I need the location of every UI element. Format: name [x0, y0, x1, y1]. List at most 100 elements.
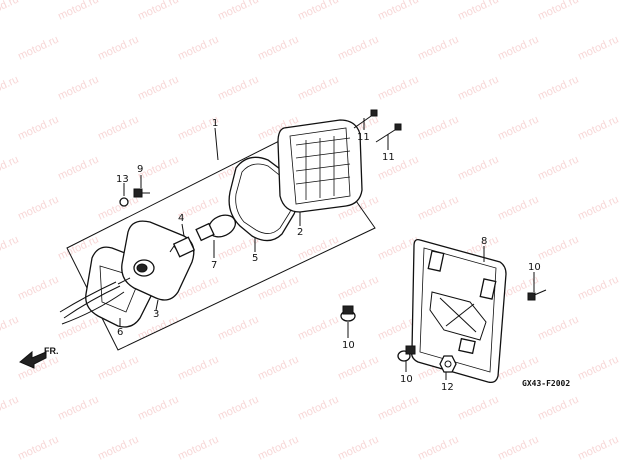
watermark-text: motod.ru [56, 73, 100, 102]
watermark-text: motod.ru [216, 73, 260, 102]
watermark-text: motod.ru [176, 353, 220, 382]
lens [277, 119, 363, 213]
watermark-text: motod.ru [496, 193, 540, 222]
washer-13 [119, 197, 129, 207]
label-part-5: 5 [252, 253, 258, 264]
watermark-text: motod.ru [0, 313, 21, 342]
label-part-1: 1 [212, 118, 218, 129]
nut-12 [439, 355, 457, 373]
watermark-text: motod.ru [0, 393, 21, 422]
label-part-9: 9 [137, 164, 143, 175]
front-arrow-icon [19, 350, 47, 369]
watermark-text: motod.ru [136, 73, 180, 102]
watermark-text: motod.ru [16, 113, 60, 142]
bolt-9 [133, 188, 150, 198]
watermark-text: motod.ru [296, 0, 340, 23]
watermark-text: motod.ru [496, 33, 540, 62]
watermark-text: motod.ru [416, 193, 460, 222]
watermark-text: motod.ru [16, 433, 60, 462]
reflector-holder [117, 220, 195, 301]
label-part-13: 13 [116, 174, 129, 185]
front-direction-indicator: FR. [19, 346, 59, 369]
watermark-text: motod.ru [136, 0, 180, 23]
watermark-text: motod.ru [336, 433, 380, 462]
watermark-text: motod.ru [56, 0, 100, 23]
label-part-8: 8 [481, 236, 487, 247]
bolt-10-right [527, 289, 547, 301]
watermark-text: motod.ru [576, 113, 620, 142]
watermark-text: motod.ru [536, 73, 580, 102]
watermark-text: motod.ru [536, 393, 580, 422]
watermark-text: motod.ru [216, 0, 260, 23]
label-part-10-right: 10 [528, 262, 541, 273]
watermark-text: motod.ru [536, 313, 580, 342]
watermark-text: motod.ru [416, 433, 460, 462]
watermark-text: motod.ru [336, 273, 380, 302]
watermark-text: motod.ru [336, 353, 380, 382]
watermark-text: motod.ru [56, 393, 100, 422]
gasket-inner [235, 163, 294, 234]
watermark-text: motod.ru [176, 33, 220, 62]
watermark-text: motod.ru [296, 393, 340, 422]
label-part-11-upper: 11 [357, 132, 370, 143]
label-part-4: 4 [178, 213, 184, 224]
watermark-text: motod.ru [136, 393, 180, 422]
watermark-text: motod.ru [576, 33, 620, 62]
label-part-7: 7 [211, 260, 217, 271]
watermark-text: motod.ru [456, 0, 500, 23]
watermark-text: motod.ru [416, 113, 460, 142]
watermark-text: motod.ru [576, 273, 620, 302]
watermark-text: motod.ru [0, 73, 21, 102]
label-part-3: 3 [153, 309, 159, 320]
watermark-text: motod.ru [0, 0, 21, 23]
watermark-text: motod.ru [536, 153, 580, 182]
watermark-text: motod.ru [16, 273, 60, 302]
watermark-text: motod.ru [456, 393, 500, 422]
watermark-text: motod.ru [376, 0, 420, 23]
label-part-12: 12 [441, 382, 454, 393]
watermark-text: motod.ru [16, 193, 60, 222]
watermark-text: motod.ru [96, 33, 140, 62]
watermark-text: motod.ru [216, 313, 260, 342]
label-part-11-lower: 11 [382, 152, 395, 163]
watermark-text: motod.ru [96, 433, 140, 462]
front-direction-label: FR. [44, 346, 59, 356]
watermark-text: motod.ru [96, 113, 140, 142]
watermark-text: motod.ru [576, 433, 620, 462]
watermark-text: motod.ru [0, 233, 21, 262]
bolt-10-lower [397, 345, 416, 362]
bolt-10-middle [340, 305, 356, 322]
watermark-text: motod.ru [336, 33, 380, 62]
watermark-text: motod.ru [96, 193, 140, 222]
watermark-text: motod.ru [296, 73, 340, 102]
watermark-text: motod.ru [376, 73, 420, 102]
leader-lines [119, 118, 535, 380]
watermark-text: motod.ru [0, 153, 21, 182]
watermark-text: motod.ru [176, 433, 220, 462]
watermark-text: motod.ru [536, 0, 580, 23]
watermark-text: motod.ru [456, 73, 500, 102]
watermark-text: motod.ru [16, 33, 60, 62]
screw-11-lower [375, 123, 402, 143]
figure-code: GX43-F2002 [522, 379, 570, 388]
watermark-text: motod.ru [496, 433, 540, 462]
label-part-10-lower: 10 [400, 374, 413, 385]
watermark-text: motod.ru [216, 393, 260, 422]
label-part-6: 6 [117, 327, 123, 338]
watermark-text: motod.ru [416, 33, 460, 62]
bulb-socket-spring [169, 236, 196, 258]
watermark-text: motod.ru [576, 353, 620, 382]
watermark-text: motod.ru [456, 153, 500, 182]
watermark-text: motod.ru [576, 193, 620, 222]
watermark-text: motod.ru [56, 153, 100, 182]
watermark-text: motod.ru [496, 113, 540, 142]
watermark-text: motod.ru [376, 393, 420, 422]
watermark-text: motod.ru [256, 433, 300, 462]
watermark-text: motod.ru [256, 353, 300, 382]
license-plate-bracket [410, 238, 507, 384]
watermark-text: motod.ru [536, 233, 580, 262]
watermark-text: motod.ru [256, 273, 300, 302]
